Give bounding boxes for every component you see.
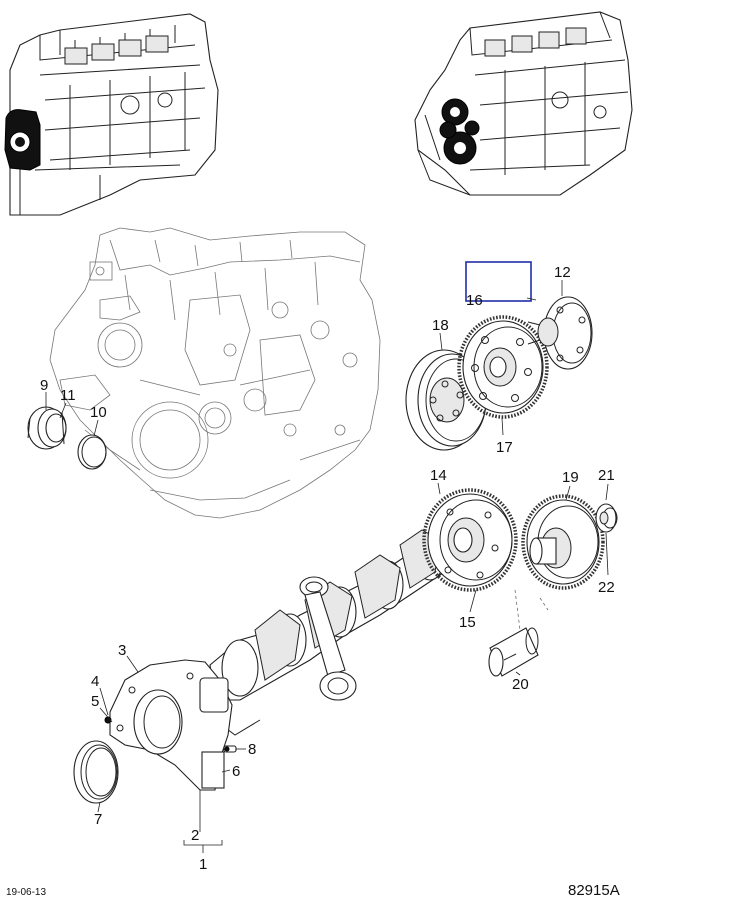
callout-7: 7 — [94, 811, 102, 828]
callout-9: 9 — [40, 377, 48, 394]
callout-22: 22 — [598, 579, 615, 596]
engine-block-ghost — [49, 227, 381, 519]
part-20-sleeve — [488, 627, 539, 677]
part-21-bush — [595, 503, 618, 533]
part-14-gear — [422, 488, 518, 592]
callout-17: 17 — [496, 439, 513, 456]
footer-date: 19-06-13 — [6, 887, 46, 898]
crankshaft — [209, 529, 471, 736]
part-12-hub — [527, 296, 593, 370]
callout-21: 21 — [598, 467, 615, 484]
callout-19: 19 — [562, 469, 579, 486]
connecting-rod — [299, 576, 357, 701]
timing-gears-highlight — [439, 98, 480, 165]
part-7-seal — [73, 740, 119, 804]
callout-3: 3 — [118, 642, 126, 659]
part-3-cover — [104, 659, 233, 791]
callout-8: 8 — [248, 741, 256, 758]
part-19-gear — [521, 494, 605, 590]
part-8-screw — [223, 745, 237, 753]
callout-12: 12 — [554, 264, 571, 281]
part-17-gear — [457, 315, 549, 419]
callout-2: 2 — [191, 827, 199, 844]
callout-16: 16 — [466, 292, 483, 309]
callout-5: 5 — [91, 693, 99, 710]
callout-4: 4 — [91, 673, 99, 690]
callout-20: 20 — [512, 676, 529, 693]
footer-code: 82915A — [568, 882, 620, 899]
callouts: 1 2 3 4 5 6 7 8 9 10 11 12 14 15 17 18 1… — [40, 264, 615, 873]
part-16-highlight[interactable]: 16 — [465, 261, 532, 309]
callout-11: 11 — [60, 387, 76, 404]
callout-6: 6 — [232, 763, 240, 780]
callout-18: 18 — [432, 317, 449, 334]
callout-14: 14 — [430, 467, 447, 484]
callout-1: 1 — [199, 856, 207, 873]
callout-15: 15 — [459, 614, 476, 631]
assembly-bracket — [183, 790, 223, 853]
engine-thumbnail-front — [414, 11, 633, 196]
part-9-cap — [27, 406, 67, 450]
callout-10: 10 — [90, 404, 107, 421]
engine-thumbnail-rear — [4, 13, 219, 216]
part-10-ring — [77, 434, 107, 470]
